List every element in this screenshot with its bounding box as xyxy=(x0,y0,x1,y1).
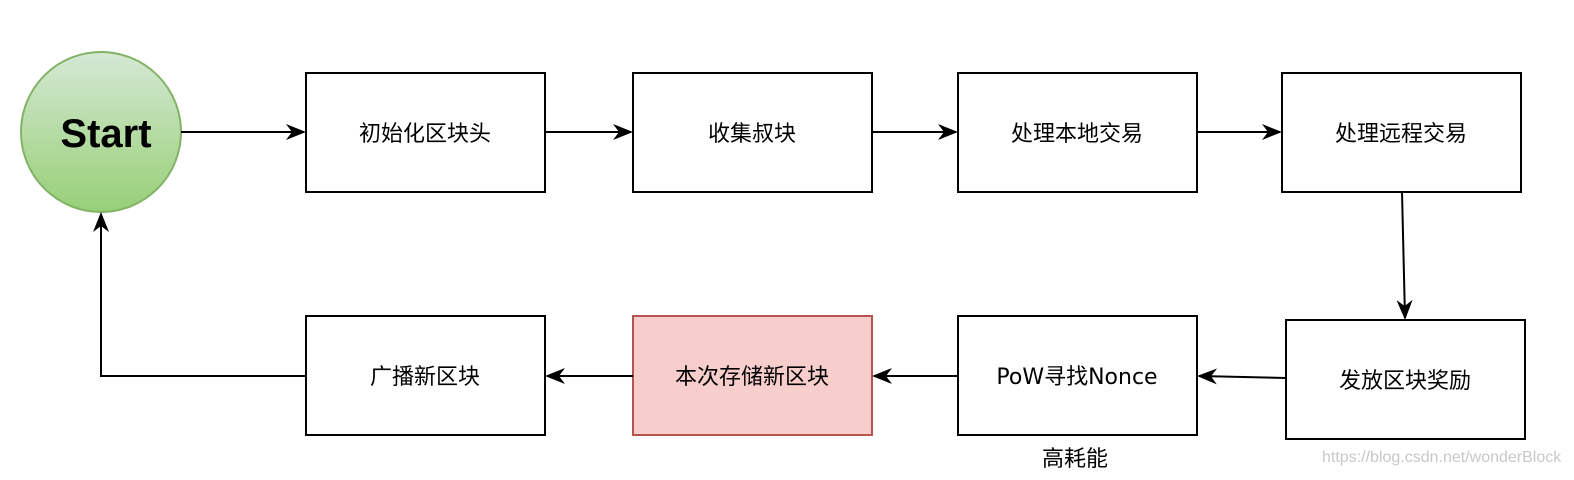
edge-remote-to-reward xyxy=(1396,191,1413,320)
edge-broadcast-to-start xyxy=(93,212,306,377)
node-broadcast-block: 广播新区块 xyxy=(305,315,546,436)
node-init-header: 初始化区块头 xyxy=(305,72,546,193)
node-process-local-tx-label: 处理本地交易 xyxy=(1011,122,1143,147)
start-label: Start xyxy=(60,112,151,156)
node-process-local-tx: 处理本地交易 xyxy=(957,72,1198,193)
node-pow-nonce: PoW寻找Nonce xyxy=(957,315,1198,436)
node-init-header-label: 初始化区块头 xyxy=(359,122,491,147)
node-collect-uncles-label: 收集叔块 xyxy=(708,122,796,147)
edge-reward-to-pow xyxy=(1197,368,1287,385)
node-collect-uncles: 收集叔块 xyxy=(632,72,873,193)
node-store-block: 本次存储新区块 xyxy=(632,315,873,436)
node-process-remote-tx-label: 处理远程交易 xyxy=(1335,122,1467,147)
node-store-block-label: 本次存储新区块 xyxy=(675,365,829,390)
node-broadcast-block-label: 广播新区块 xyxy=(370,365,480,390)
node-issue-reward-label: 发放区块奖励 xyxy=(1339,369,1471,394)
node-process-remote-tx: 处理远程交易 xyxy=(1281,72,1522,193)
watermark: https://blog.csdn.net/wonderBlock xyxy=(1322,449,1562,466)
node-issue-reward: 发放区块奖励 xyxy=(1285,319,1526,440)
start-node: Start xyxy=(20,51,182,213)
high-cost-annotation: 高耗能 xyxy=(1042,447,1108,472)
node-pow-nonce-label: PoW寻找Nonce xyxy=(996,365,1157,390)
